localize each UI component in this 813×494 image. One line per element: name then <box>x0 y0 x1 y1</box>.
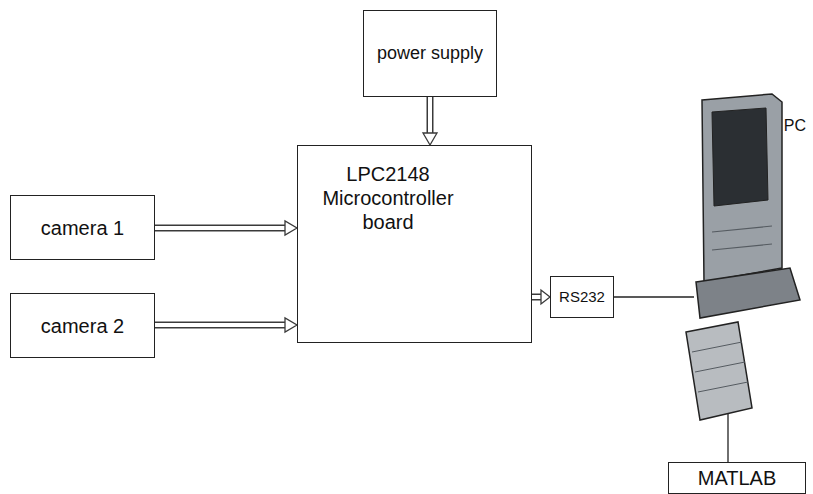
node-label: power supply <box>377 43 483 65</box>
connector-line-segment <box>727 414 728 462</box>
input-box: camera 1 <box>10 195 155 260</box>
arrow-shaft-inner <box>154 226 286 230</box>
monitor-panel-line <box>712 244 772 250</box>
keyboard-keys <box>692 342 742 352</box>
arrow-shaft <box>155 322 285 329</box>
software-box: MATLAB <box>668 462 806 494</box>
arrow-head <box>423 133 437 145</box>
arrow-head <box>285 221 297 235</box>
connector-line <box>728 414 729 462</box>
monitor-screen <box>712 108 768 206</box>
node-label: camera 1 <box>41 216 124 240</box>
computer-label: PC <box>784 116 806 135</box>
interface-box: RS232 <box>550 276 614 318</box>
controller-box: LPC2148 Microcontroller board <box>297 145 532 343</box>
connector-line <box>614 297 694 298</box>
keyboard-keys <box>695 362 745 372</box>
monitor-base <box>696 268 800 318</box>
hollow-arrow <box>531 290 550 304</box>
monitor-panel-line <box>712 226 772 232</box>
input-box: camera 2 <box>10 293 155 358</box>
arrow-shaft <box>155 225 285 232</box>
process-box: power supply <box>363 10 497 97</box>
arrow-head <box>541 290 550 304</box>
arrow-shaft-inner <box>428 96 432 134</box>
monitor-body <box>702 94 782 282</box>
arrow-shaft <box>427 97 434 133</box>
keyboard <box>686 322 752 420</box>
arrow-shaft-inner <box>154 323 286 327</box>
hollow-arrow <box>423 96 437 145</box>
connector-line-segment <box>614 296 694 297</box>
node-label: MATLAB <box>698 466 777 490</box>
node-label: RS232 <box>559 288 605 306</box>
hollow-arrow <box>154 318 297 332</box>
hollow-arrow <box>154 221 297 235</box>
arrow-shaft <box>532 294 541 301</box>
keyboard-keys <box>698 382 748 392</box>
node-label: camera 2 <box>41 314 124 338</box>
node-label: LPC2148 Microcontroller board <box>303 162 473 234</box>
computer-node: PC <box>694 92 808 414</box>
keyboard-body <box>686 322 752 420</box>
arrow-head <box>285 318 297 332</box>
